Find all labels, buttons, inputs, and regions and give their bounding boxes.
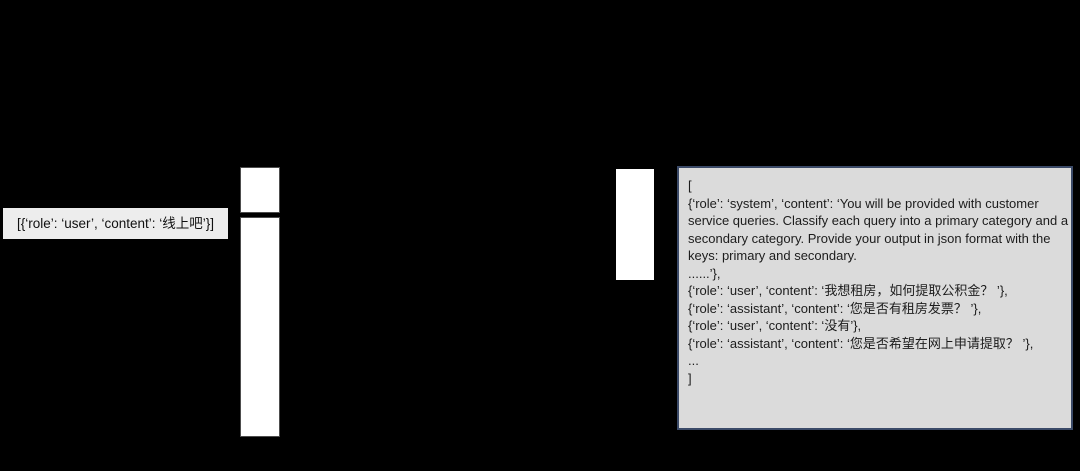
code-line: {‘role’: ‘user’, ‘content’: ‘我想租房，如何提取公积… xyxy=(688,283,1008,298)
code-line: [ xyxy=(688,178,692,193)
code-line: {‘role’: ‘system’, ‘content’: ‘You will … xyxy=(688,195,1039,211)
code-line: service queries. Classify each query int… xyxy=(688,213,1069,228)
messages-code-panel: [ {‘role’: ‘system’, ‘content’: ‘You wil… xyxy=(677,166,1073,430)
middle-white-panel xyxy=(616,169,654,280)
code-line: keys: primary and secondary. xyxy=(688,248,857,263)
code-line: {‘role’: ‘user’, ‘content’: ‘没有’}, xyxy=(688,318,862,333)
code-line: ] xyxy=(688,370,692,386)
left-bar-top-segment xyxy=(240,167,280,213)
user-message-label: [{‘role’: ‘user’, ‘content’: ‘线上吧’}] xyxy=(3,208,228,239)
code-line: {‘role’: ‘assistant’, ‘content’: ‘您是否有租房… xyxy=(688,300,982,316)
left-bar-bottom-segment xyxy=(240,217,280,437)
code-line: ......’}, xyxy=(688,265,721,281)
code-line: ... xyxy=(688,353,699,368)
code-line: {‘role’: ‘assistant’, ‘content’: ‘您是否希望在… xyxy=(688,335,1034,351)
code-line: secondary category. Provide your output … xyxy=(688,230,1051,246)
